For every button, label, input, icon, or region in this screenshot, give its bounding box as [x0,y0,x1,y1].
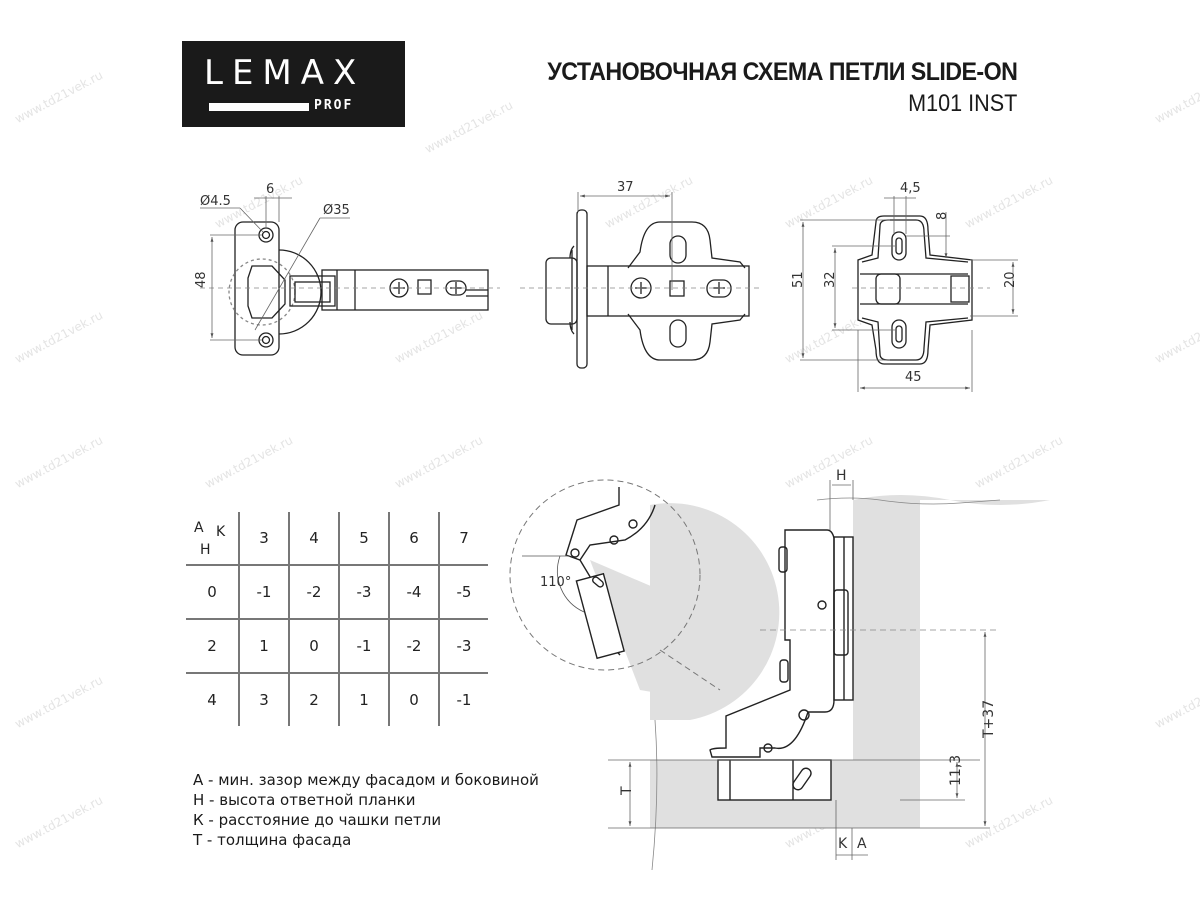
table-cell: 1 [238,618,289,673]
label-t37: T+37 [981,700,997,739]
column-header: 4 [288,512,339,565]
column-header: 7 [438,512,488,565]
table-cell: -3 [338,564,389,619]
table-header-row: A K H 3 4 5 6 7 [186,512,488,565]
column-header: 3 [238,512,289,565]
corner-k: K [216,524,226,540]
table-cell: -1 [238,564,289,619]
dim-hole-spacing: 32 [823,271,838,288]
dim-slot: 4,5 [900,181,921,196]
label-11-3: 11,3 [948,755,964,786]
offset-table: A K H 3 4 5 6 7 0 -1 -2 -3 -4 -5 2 1 0 -… [186,512,488,726]
mounting-plate-view [857,215,973,365]
hinge-top-view [228,221,489,356]
table-cell: -1 [338,618,389,673]
table-cell: -2 [388,618,439,673]
page-title: УСТАНОВОЧНАЯ СХЕМА ПЕТЛИ SLIDE-ON [547,58,1018,86]
legend-item-k: К - расстояние до чашки петли [193,811,442,829]
brand-sub: PROF [314,98,354,113]
label-h: H [836,468,847,484]
label-k: K [838,836,848,852]
table-corner: A K H [186,512,239,565]
table-cell: 0 [388,672,439,726]
table-cell: 1 [338,672,389,726]
dim-height: 48 [194,271,209,288]
table-cell: -1 [438,672,488,726]
column-header: 5 [338,512,389,565]
dim-total-height: 51 [791,271,806,288]
table-cell: 0 [288,618,339,673]
legend-item-t: Т - толщина фасада [193,831,352,849]
table-cell: 3 [238,672,289,726]
table-cell: -4 [388,564,439,619]
table-row: 0 -1 -2 -3 -4 -5 [186,564,488,619]
table-cell: -2 [288,564,339,619]
legend-item-h: Н - высота ответной планки [193,791,416,809]
installation-view [608,480,1050,871]
dim-slot-offset: 8 [935,212,950,220]
dim-offset: 6 [266,182,274,197]
logo-bar [209,103,309,111]
angle-label: 110° [540,575,571,590]
table-row: 2 1 0 -1 -2 -3 [186,618,488,673]
table-cell: -5 [438,564,488,619]
legend: А - мин. зазор между фасадом и боковиной… [193,770,539,850]
brand-name: LEMAX [204,53,366,93]
table-cell: 2 [288,672,339,726]
model-subtitle: M101 INST [907,90,1017,117]
label-t: T [619,786,635,796]
hinge-side-view [545,209,750,369]
legend-item-a: А - мин. зазор между фасадом и боковиной [193,771,539,789]
table-cell: -3 [438,618,488,673]
brand-logo: LEMAX PROF [182,41,405,127]
row-header: 0 [186,564,239,619]
dim-arm-width: 20 [1003,271,1018,288]
corner-h: H [200,542,211,558]
label-a: A [857,836,867,852]
dim-hole-diameter: Ø4.5 [200,194,231,209]
dim-width: 45 [905,370,922,385]
detail-opening-view [509,479,780,720]
column-header: 6 [388,512,439,565]
row-header: 2 [186,618,239,673]
dim-depth: 37 [617,180,634,195]
row-header: 4 [186,672,239,726]
table-row: 4 3 2 1 0 -1 [186,672,488,726]
dim-cup-diameter: Ø35 [323,203,350,218]
corner-a: A [194,520,204,536]
